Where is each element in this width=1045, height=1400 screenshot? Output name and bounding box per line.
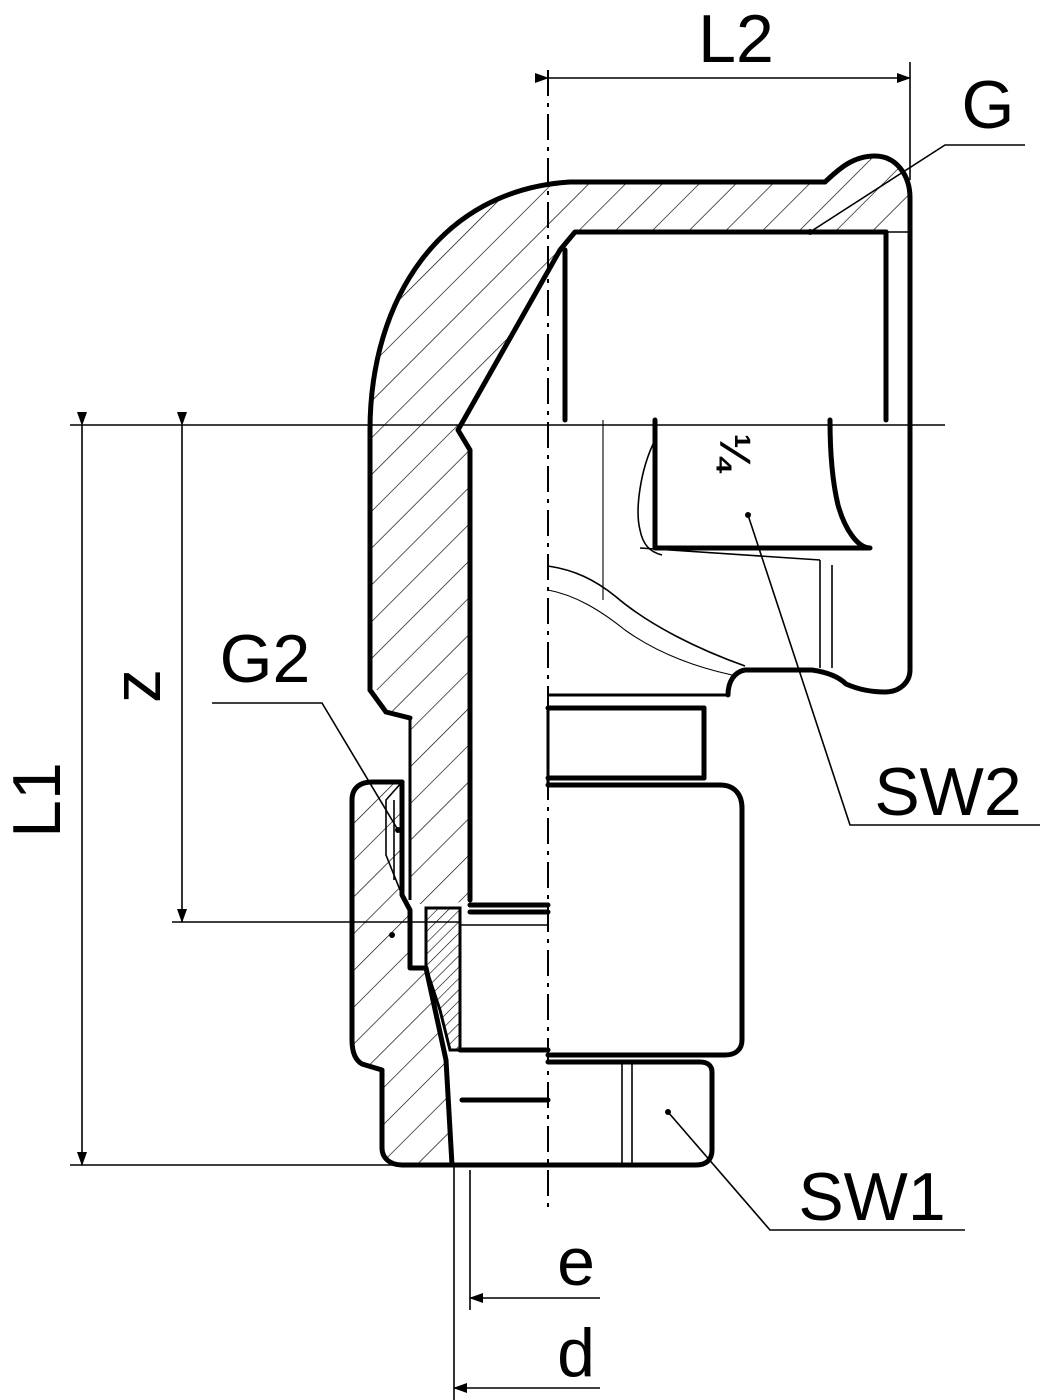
g-leader bbox=[809, 144, 1025, 233]
cutting-ring-section bbox=[424, 906, 462, 1052]
g2-leader-dot bbox=[395, 827, 401, 833]
nut-outer-view bbox=[545, 782, 745, 1058]
fitting-size-marking: ¼ bbox=[710, 434, 759, 474]
sw1-hex-view bbox=[449, 1059, 715, 1168]
label-z: z bbox=[99, 669, 175, 703]
spigot-step bbox=[367, 687, 389, 715]
label-l1: L1 bbox=[0, 762, 75, 838]
label-sw2: SW2 bbox=[874, 754, 1021, 830]
sw2-leader bbox=[747, 514, 1040, 826]
spigot-step-2 bbox=[383, 709, 413, 721]
lobe-contour bbox=[547, 565, 746, 667]
centre-lines bbox=[70, 70, 945, 1210]
sw2-hex-outline bbox=[652, 417, 873, 551]
nut-hatch bbox=[352, 782, 454, 1165]
nut-thread-relief bbox=[385, 779, 403, 896]
label-g2: G2 bbox=[220, 621, 311, 697]
sw2-leader-dot bbox=[745, 512, 751, 518]
label-g: G bbox=[962, 67, 1015, 143]
elbow-outer-contour bbox=[367, 153, 913, 698]
labels: L2 G G2 z L1 SW2 SW1 e d ¼ bbox=[0, 1, 1022, 1391]
cutting-ring-hatch bbox=[424, 906, 462, 1052]
sw2-hex-chamfer bbox=[639, 547, 821, 561]
elbow-inner-contour bbox=[455, 229, 889, 903]
label-sw1: SW1 bbox=[798, 1159, 945, 1235]
sw1-leader bbox=[667, 1111, 965, 1231]
lobe-contour-2 bbox=[547, 589, 733, 676]
label-e: e bbox=[557, 1224, 595, 1300]
body-outside-view bbox=[449, 417, 873, 1168]
sw1-leader-dot bbox=[665, 1109, 671, 1115]
g2-leader bbox=[212, 702, 399, 831]
nut-outer-contour bbox=[349, 779, 455, 1168]
leaders bbox=[212, 144, 1040, 1231]
sw2-hex-left-curve bbox=[637, 439, 663, 556]
label-l2: L2 bbox=[698, 1, 774, 77]
g-leader-dot bbox=[807, 229, 813, 235]
dimensions bbox=[70, 62, 911, 1400]
label-d: d bbox=[557, 1315, 595, 1391]
elbow-body-section bbox=[367, 153, 913, 908]
union-nut-section bbox=[349, 779, 455, 1168]
g2-thread-dot bbox=[389, 932, 395, 938]
